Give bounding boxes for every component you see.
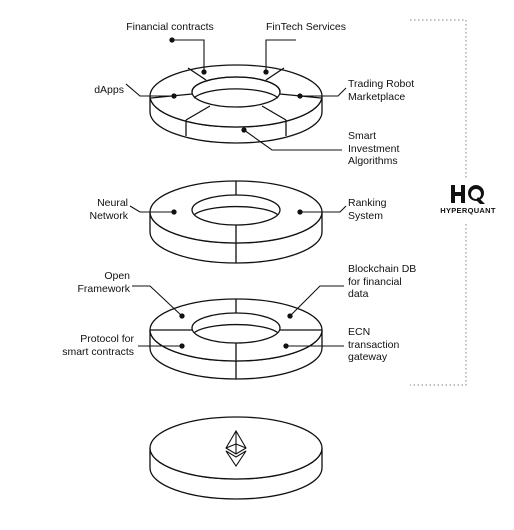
ethereum-icon [225, 429, 247, 467]
label-smart-investment-algorithms: Smart Investment Algorithms [348, 130, 400, 167]
brand-name: HYPERQUANT [440, 206, 496, 215]
leader-lines [125, 37, 347, 349]
leader-ranking-system [297, 205, 347, 215]
hyperquant-brand: HYPERQUANT [432, 183, 504, 215]
leader-fintech-services [263, 39, 296, 75]
tier1-inner-wall [191, 76, 281, 93]
tier-infrastructure-layer [149, 298, 323, 380]
label-ecn-gateway: ECN transaction gateway [348, 326, 400, 363]
label-protocol-smart-contracts: Protocol for smart contracts [62, 333, 134, 358]
label-fintech-services: FinTech Services [266, 21, 346, 33]
leader-dapps [125, 83, 177, 99]
tier-intelligence-layer [149, 180, 323, 264]
label-dapps: dApps [94, 84, 124, 96]
label-ranking-system: Ranking System [348, 197, 387, 222]
label-blockchain-db: Blockchain DB for financial data [348, 263, 417, 300]
leader-blockchain-db [287, 285, 344, 319]
leader-neural-network [129, 205, 177, 215]
leader-open-framework [132, 285, 185, 319]
hyperquant-logo-icon [451, 185, 485, 204]
label-trading-robot-marketplace: Trading Robot Marketplace [348, 78, 415, 103]
label-open-framework: Open Framework [77, 270, 130, 295]
leader-smart-investment [241, 127, 342, 151]
leader-trading-robot [297, 87, 347, 99]
label-financial-contracts: Financial contracts [126, 21, 214, 33]
label-neural-network: Neural Network [89, 197, 128, 222]
tier-application-layer [149, 64, 323, 144]
leader-financial-contracts [169, 37, 207, 75]
stack-bracket [410, 19, 467, 386]
tier-base-blockchain [149, 416, 323, 500]
